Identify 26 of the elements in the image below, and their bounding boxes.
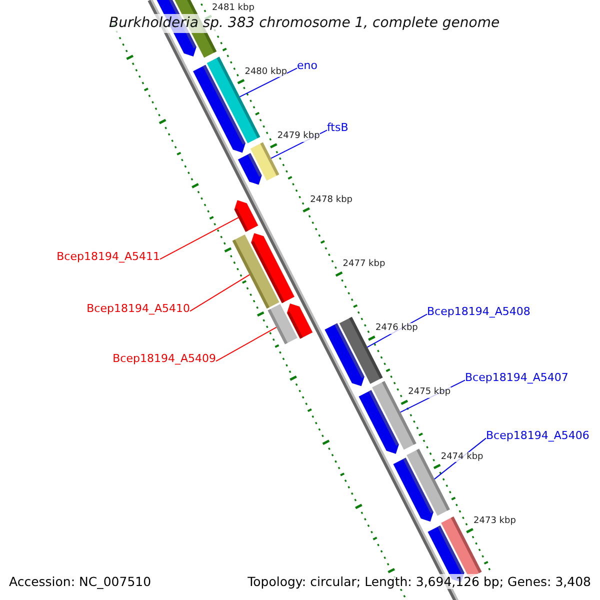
scale-label: 2474 kbp <box>440 452 484 462</box>
scale-label: 2481 kbp <box>212 2 254 14</box>
gene-block <box>268 304 298 344</box>
accession-text: Accession: NC_007510 <box>9 574 152 589</box>
scale-label: 2476 kbp <box>375 323 418 334</box>
gene-label: Bcep18194_A5410 <box>86 302 190 316</box>
genome-info-text: Topology: circular; Length: 3,694,126 bp; Genes: 3,408 <box>248 574 591 589</box>
scale-label: 2478 kbp <box>310 194 353 206</box>
gene-label: eno <box>297 59 318 72</box>
leader-line <box>216 326 277 362</box>
scale-label: 2475 kbp <box>408 387 451 398</box>
scale-label: 2477 kbp <box>342 259 386 270</box>
gene-label: Bcep18194_A5406 <box>486 429 590 442</box>
gene-label: Bcep18194_A5407 <box>465 371 568 384</box>
gene-label: Bcep18194_A5408 <box>427 305 530 318</box>
gene-block <box>234 200 258 232</box>
gene-label: Bcep18194_A5409 <box>112 352 216 366</box>
gene-block <box>232 234 280 309</box>
leader-line <box>239 68 298 98</box>
gene-label: Bcep18194_A5411 <box>56 250 160 264</box>
scale-label: 2480 kbp <box>244 66 288 78</box>
scale-label: 2473 kbp <box>474 516 516 527</box>
gene-block <box>250 142 280 181</box>
gene-label: ftsB <box>327 121 348 134</box>
leader-line <box>160 217 239 260</box>
scale-label: 2479 kbp <box>277 130 320 142</box>
